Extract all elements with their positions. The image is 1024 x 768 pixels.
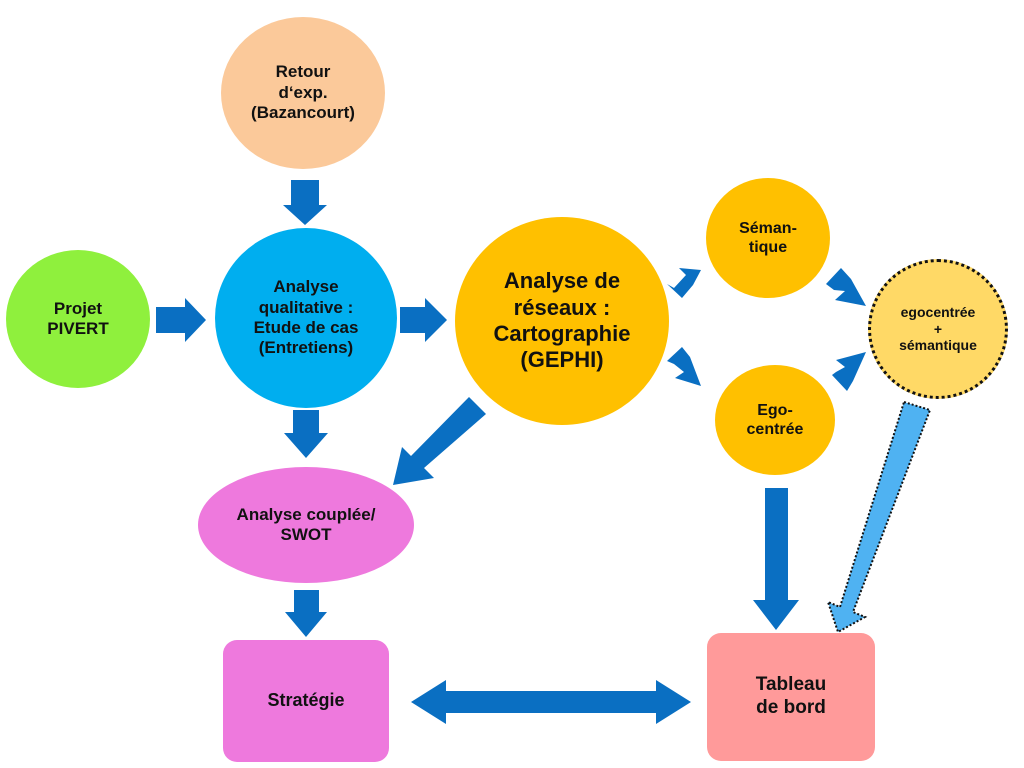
node-strategie-label: Stratégie — [267, 690, 345, 711]
arrow-reseaux-to-semantique — [667, 268, 701, 298]
node-egocentree-semantique: egocentrée + sémantique — [868, 259, 1008, 399]
node-egocentree-semantique-label: egocentrée + sémantique — [899, 303, 977, 354]
node-retour-exp: Retour d‘exp. (Bazancourt) — [221, 17, 385, 169]
arrow-reseaux-to-egocentree — [667, 347, 701, 386]
node-semantique-label: Séman- tique — [739, 219, 797, 256]
arrow-qualitative-to-reseaux — [400, 298, 447, 342]
arrow-semantique-to-egosem — [826, 268, 866, 306]
node-retour-exp-label: Retour d‘exp. (Bazancourt) — [251, 62, 355, 123]
arrow-strategie-tableau-bidirectional — [411, 680, 691, 724]
node-projet-pivert-label: Projet PIVERT — [47, 298, 109, 338]
node-tableau-de-bord: Tableau de bord — [707, 633, 875, 761]
node-egocentree: Ego- centrée — [715, 365, 835, 475]
node-analyse-couplee: Analyse couplée/ SWOT — [198, 467, 414, 583]
node-semantique: Séman- tique — [706, 178, 830, 298]
node-egocentree-label: Ego- centrée — [746, 401, 804, 438]
arrow-reseaux-to-couplee — [393, 397, 486, 485]
node-analyse-reseaux: Analyse de réseaux : Cartographie (GEPHI… — [455, 217, 669, 425]
arrow-qualitative-to-couplee — [284, 410, 328, 458]
arrow-egocentree-to-tableau — [753, 488, 799, 630]
arrow-couplee-to-strategie — [285, 590, 327, 637]
node-tableau-de-bord-label: Tableau de bord — [755, 674, 827, 718]
arrow-egosem-to-tableau — [826, 400, 932, 634]
node-analyse-qualitative: Analyse qualitative : Etude de cas (Entr… — [215, 228, 397, 408]
arrow-retour-to-qualitative — [283, 180, 327, 225]
node-strategie: Stratégie — [223, 640, 389, 762]
node-analyse-reseaux-label: Analyse de réseaux : Cartographie (GEPHI… — [493, 268, 631, 373]
arrow-pivert-to-qualitative — [156, 298, 206, 342]
node-projet-pivert: Projet PIVERT — [6, 250, 150, 388]
node-analyse-couplee-label: Analyse couplée/ SWOT — [236, 504, 376, 544]
node-analyse-qualitative-label: Analyse qualitative : Etude de cas (Entr… — [253, 277, 359, 358]
arrow-egocentree-to-egosem — [832, 352, 866, 391]
